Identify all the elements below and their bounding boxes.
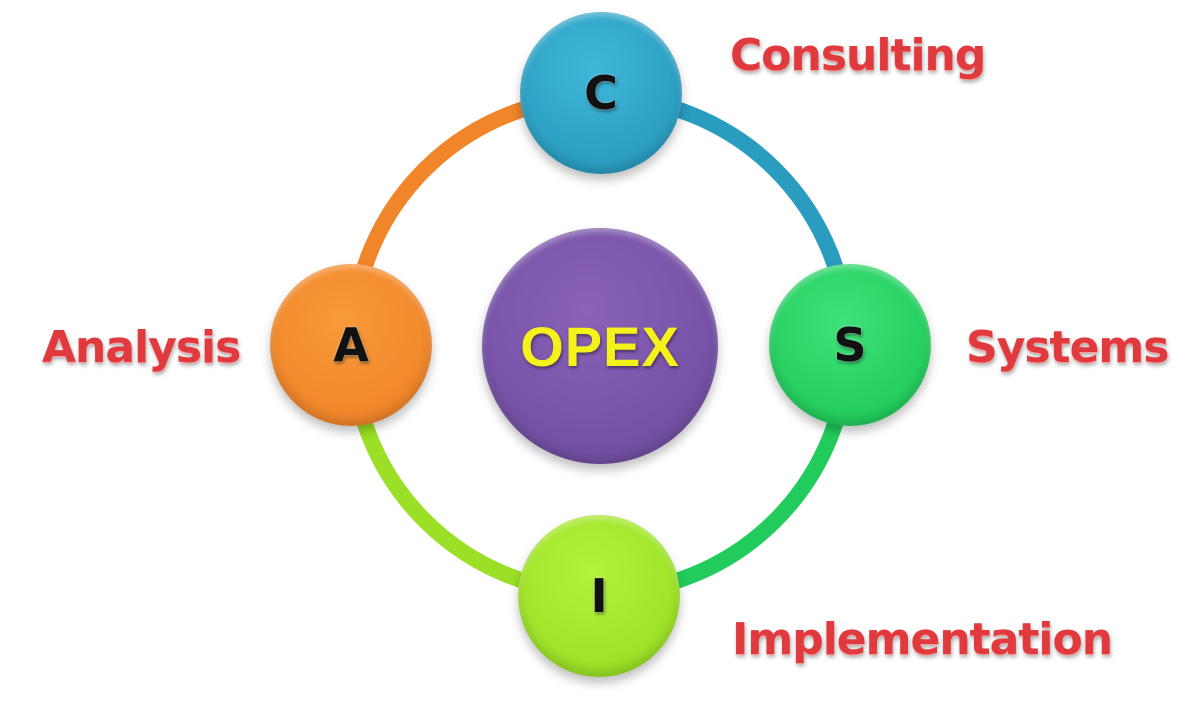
label-implementation: Implementation	[732, 614, 1113, 665]
node-letter-c: C	[584, 66, 618, 120]
center-node-opex: OPEX	[482, 228, 718, 464]
node-systems: S	[769, 264, 931, 426]
node-consulting: C	[520, 12, 682, 174]
node-implementation: I	[518, 515, 680, 677]
node-letter-s: S	[833, 318, 867, 372]
node-letter-i: I	[590, 569, 608, 623]
node-letter-a: A	[333, 318, 369, 372]
label-systems: Systems	[966, 322, 1169, 373]
center-label: OPEX	[520, 314, 680, 378]
label-consulting: Consulting	[730, 30, 986, 81]
node-analysis: A	[270, 264, 432, 426]
label-analysis: Analysis	[42, 322, 241, 373]
